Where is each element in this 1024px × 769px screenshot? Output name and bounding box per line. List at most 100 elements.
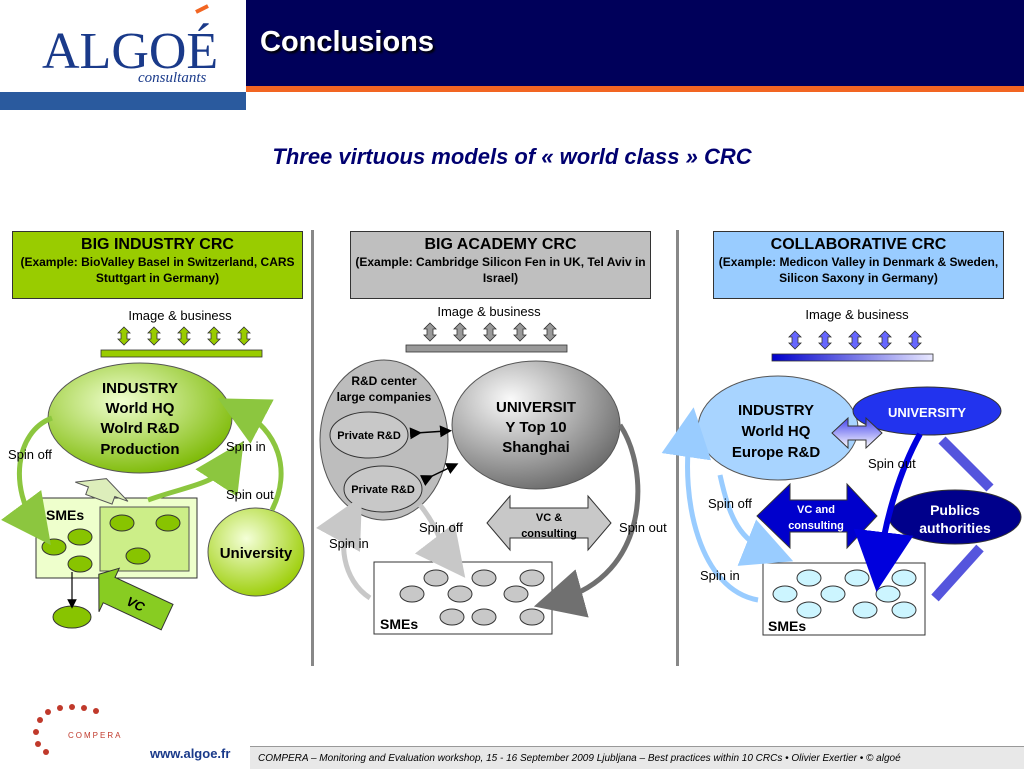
logo-star-icon (43, 749, 49, 755)
collaborative-industry-line-2: World HQ (742, 423, 811, 440)
updown-arrow-icon (788, 330, 802, 350)
page-title: Conclusions (260, 26, 435, 58)
collaborative-spin-in-label: Spin in (700, 568, 740, 583)
collaborative-spin-in-arrow (661, 407, 759, 603)
header-band (246, 0, 1024, 86)
academy-rd-link-1 (409, 425, 452, 440)
industry-core-line-3: Wolrd R&D (101, 420, 180, 437)
updown-arrow-icon (237, 326, 251, 346)
collaborative-image-business: Image & business (805, 307, 909, 322)
footer-bar: COMPERA – Monitoring and Evaluation work… (250, 746, 1024, 769)
logo-star-icon (81, 705, 87, 711)
academy-private-rd-2: Private R&D (351, 484, 415, 496)
header-accent-line (246, 86, 1024, 92)
sme-dot (125, 547, 151, 565)
collaborative-title: COLLABORATIVE CRC (770, 236, 947, 253)
updown-arrow-icon (423, 322, 437, 342)
sme-dot (471, 569, 497, 587)
sme-dot (447, 585, 473, 603)
academy-university-line-3: Shanghai (502, 439, 570, 456)
sme-dot (519, 569, 545, 587)
collaborative-spin-out-arrow (853, 432, 923, 592)
academy-spin-off-arrow (414, 503, 466, 578)
industry-spin-off-label: Spin off (8, 447, 52, 462)
collaborative-spin-out-label: Spin out (868, 456, 916, 471)
logo-star-icon (93, 708, 99, 714)
industry-university-label: University (220, 545, 293, 562)
academy-image-bar (405, 344, 568, 353)
logo-star-icon (37, 717, 43, 723)
industry-spun-sme (52, 605, 92, 629)
collaborative-publics-line-2: authorities (919, 520, 991, 536)
sme-dot (796, 601, 822, 619)
collaborative-publics-line-1: Publics (930, 502, 980, 518)
industry-spin-in-arrow (147, 441, 244, 503)
industry-core-line-4: Production (100, 441, 179, 458)
sme-dot (399, 585, 425, 603)
industry-spin-in-label: Spin in (226, 439, 266, 454)
industry-example: (Example: BioValley Basel in Switzerland… (20, 255, 295, 285)
industry-vc-label: VC (124, 593, 147, 614)
industry-core-line-1: INDUSTRY (102, 380, 178, 397)
academy-private-rd-1-ellipse (329, 411, 409, 459)
academy-rd-center-line-2: large companies (337, 390, 432, 404)
sme-dot (423, 569, 449, 587)
academy-rd-link-2 (419, 463, 459, 487)
sme-dot (772, 585, 798, 603)
collaborative-vc-line-2: consulting (788, 520, 844, 532)
sme-dot (155, 514, 181, 532)
sme-dot (519, 608, 545, 626)
footer-url-link[interactable]: www.algoe.fr (150, 746, 231, 761)
industry-image-arrows (117, 326, 251, 346)
algoe-logo: ALGOÉ consultants (42, 4, 218, 86)
collaborative-uni-publics-link (938, 436, 994, 492)
academy-rd-center-line-1: R&D center (351, 374, 417, 388)
updown-arrow-icon (117, 326, 131, 346)
updown-arrow-icon (513, 322, 527, 342)
logo-brand: ALGOÉ (42, 22, 218, 80)
industry-title: BIG INDUSTRY CRC (81, 236, 234, 253)
updown-arrow-icon (818, 330, 832, 350)
vc-arrow-icon (98, 567, 174, 631)
collaborative-publics-smes-link (931, 544, 984, 602)
industry-image-business: Image & business (128, 308, 232, 323)
industry-vc-arrow: VC (98, 567, 174, 631)
collaborative-example: (Example: Medicon Valley in Denmark & Sw… (718, 255, 999, 285)
academy-spin-in-label: Spin in (329, 536, 369, 551)
industry-spin-out-label: Spin out (226, 487, 274, 502)
collaborative-image-arrows (788, 330, 922, 350)
sme-dot (439, 608, 465, 626)
updown-arrow-icon (147, 326, 161, 346)
collaborative-vc-arrow (756, 482, 878, 550)
collaborative-title-box: COLLABORATIVE CRC (Example: Medicon Vall… (713, 231, 1004, 299)
sme-dot (796, 569, 822, 587)
industry-smes-label: SMEs (46, 507, 84, 523)
academy-university-line-2: Y Top 10 (505, 419, 566, 436)
updown-arrow-icon (177, 326, 191, 346)
academy-example: (Example: Cambridge Silicon Fen in UK, T… (355, 255, 646, 285)
industry-updown-arrow-icon (75, 478, 129, 505)
compera-logo: COMPERA (33, 704, 120, 755)
industry-image-bar (100, 349, 263, 358)
collaborative-link-arrow (831, 416, 883, 450)
sme-dot (109, 514, 135, 532)
academy-university-line-1: UNIVERSIT (496, 399, 576, 416)
academy-vc-line-1: VC & (536, 512, 562, 524)
sme-dot (891, 569, 917, 587)
industry-sme-dots (41, 514, 181, 573)
sme-dot (875, 585, 901, 603)
academy-image-arrows (423, 322, 557, 342)
academy-vc-arrow (486, 494, 612, 552)
logo-star-icon (33, 729, 39, 735)
updown-arrow-icon (453, 322, 467, 342)
industry-university-ellipse (207, 507, 305, 597)
industry-title-box: BIG INDUSTRY CRC (Example: BioValley Bas… (12, 231, 303, 299)
sme-dot (471, 608, 497, 626)
collaborative-spin-off-arrow (717, 474, 794, 566)
sme-dot (67, 555, 93, 573)
logo-star-icon (45, 709, 51, 715)
sme-dot (67, 528, 93, 546)
sme-dot (820, 585, 846, 603)
logo-area: ALGOÉ consultants (0, 0, 246, 110)
